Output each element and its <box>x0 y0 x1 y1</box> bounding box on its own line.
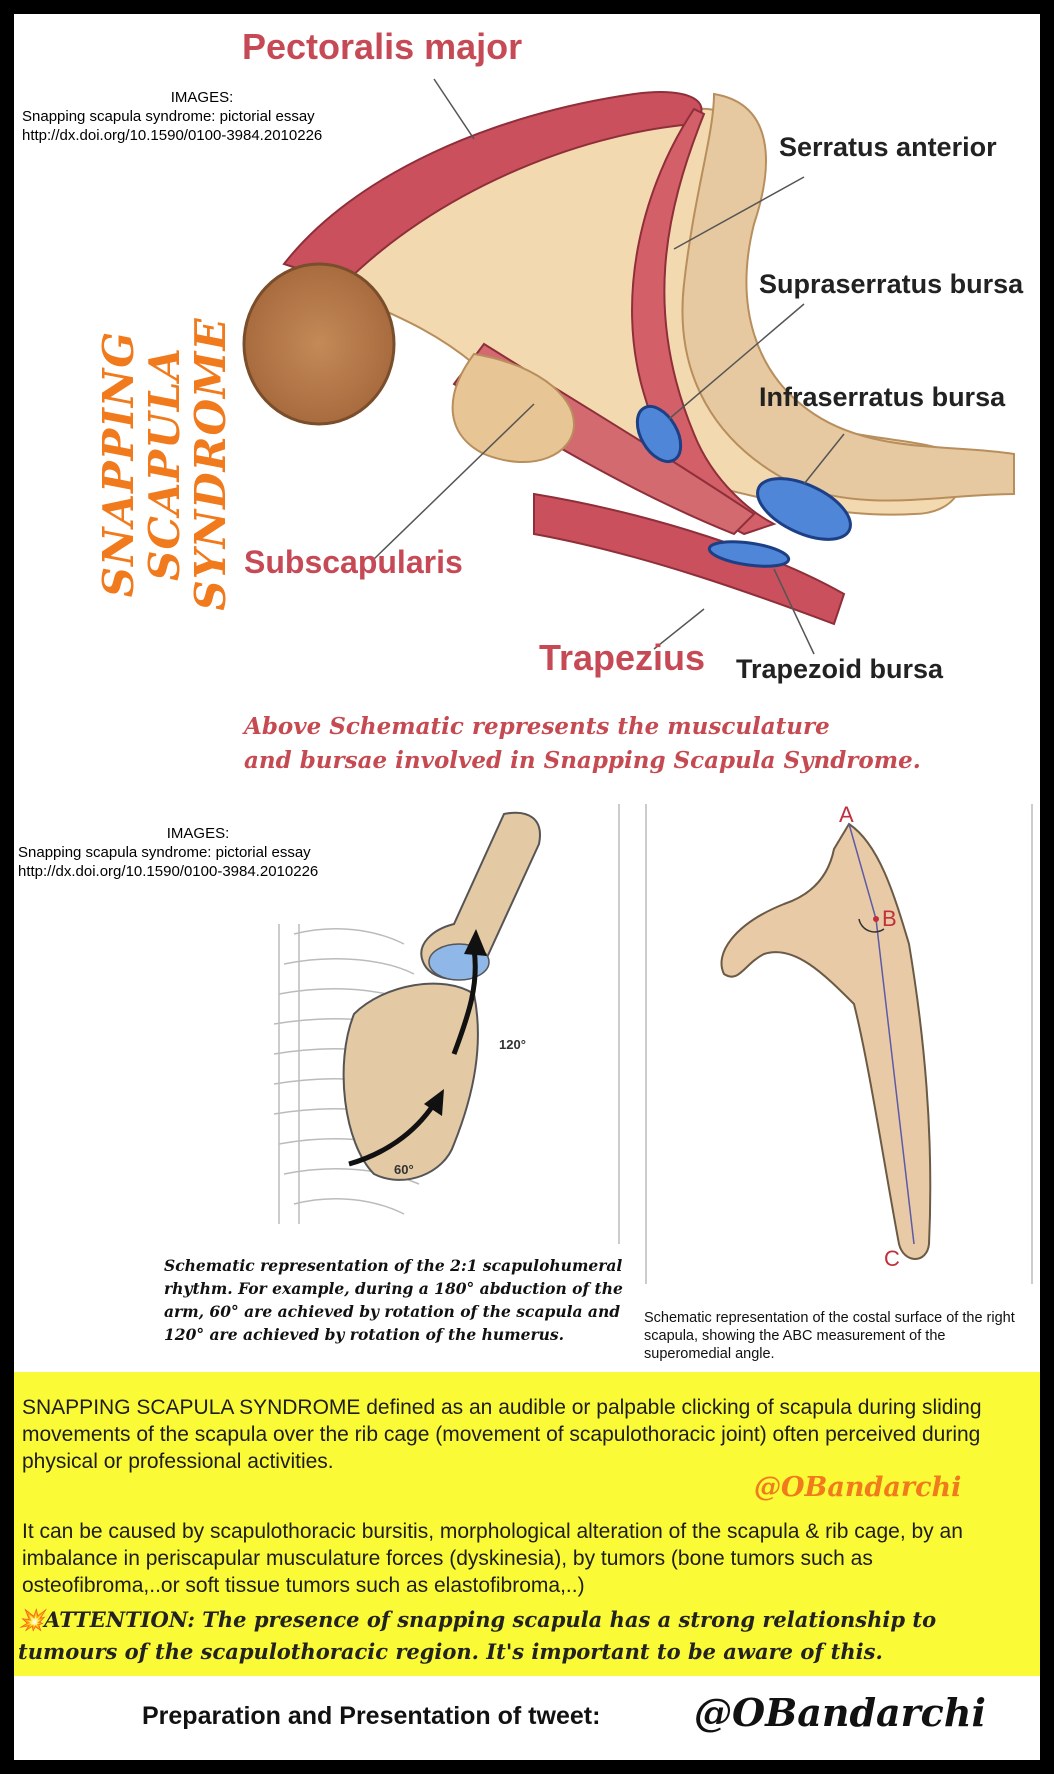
top-caption-line1: Above Schematic represents the musculatu… <box>244 713 830 740</box>
footer-handle: @OBandarchi <box>694 1690 986 1735</box>
label-serratus-anterior: Serratus anterior <box>779 132 997 162</box>
causes-paragraph: It can be caused by scapulothoracic burs… <box>22 1520 963 1597</box>
point-a-label: A <box>839 804 854 827</box>
credit-title: Snapping scapula syndrome: pictorial ess… <box>22 108 315 125</box>
attention-paragraph: 💥ATTENTION: The presence of snapping sca… <box>18 1604 1036 1668</box>
angle-60-label: 60° <box>394 1162 414 1177</box>
top-caption: Above Schematic represents the musculatu… <box>244 710 921 778</box>
info-box: SNAPPING SCAPULA SYNDROME defined as an … <box>14 1372 1040 1676</box>
side-title-line1: SNAPPING SCAPULA <box>94 330 189 598</box>
credit-heading: IMAGES: <box>166 825 230 842</box>
label-subscapularis: Subscapularis <box>244 544 463 580</box>
pectoralis-major-muscle <box>282 91 703 286</box>
arrow-60 <box>348 1102 437 1167</box>
credit-doi: http://dx.doi.org/10.1590/0100-3984.2010… <box>22 127 323 144</box>
label-pectoralis-major: Pectoralis major <box>242 26 523 67</box>
footer-label: Preparation and Presentation of tweet: <box>142 1702 601 1730</box>
scapula-abc-figure: A B C <box>645 804 1033 1284</box>
top-caption-line2: and bursae involved in Snapping Scapula … <box>244 747 921 774</box>
credit-heading: IMAGES: <box>170 89 234 106</box>
info-handle: @OBandarchi <box>754 1472 962 1503</box>
credit-title: Snapping scapula syndrome: pictorial ess… <box>18 844 311 861</box>
middle-image-credit: IMAGES: Snapping scapula syndrome: picto… <box>18 824 378 881</box>
label-trapezius: Trapezius <box>539 637 706 678</box>
trapezoid-bursa-shape <box>707 540 791 568</box>
top-image-credit: IMAGES: Snapping scapula syndrome: picto… <box>22 88 382 145</box>
supraserratus-bursa-shape <box>635 405 683 463</box>
definition-paragraph: SNAPPING SCAPULA SYNDROME defined as an … <box>22 1396 982 1473</box>
infographic-page: Pectoralis major Serratus anterior Supra… <box>14 14 1040 1760</box>
point-c-label: C <box>884 1246 900 1271</box>
humeral-head <box>242 262 396 426</box>
explosion-icon: 💥 <box>18 1607 45 1632</box>
coracoid-bone <box>451 352 576 463</box>
trapezius-muscle <box>533 492 846 626</box>
scapula-costal-surface <box>720 822 932 1260</box>
scapula-bone <box>342 982 479 1181</box>
label-infraserratus-bursa: Infraserratus bursa <box>759 382 1006 412</box>
label-supraserratus-bursa: Supraserratus bursa <box>759 269 1024 299</box>
arrow-120 <box>451 948 478 1055</box>
infraserratus-bursa-shape <box>756 477 852 541</box>
angle-120-label: 120° <box>499 1037 526 1052</box>
rhythm-caption: Schematic representation of the 2:1 scap… <box>164 1256 623 1344</box>
rib-band <box>681 92 1015 502</box>
side-title: SNAPPING SCAPULA SYNDROME <box>94 224 235 704</box>
anatomy-schematic <box>242 78 1015 655</box>
side-title-line2: SYNDROME <box>186 317 235 611</box>
label-trapezoid-bursa: Trapezoid bursa <box>736 654 944 684</box>
point-b-label: B <box>882 906 897 931</box>
attention-text: ATTENTION: The presence of snapping scap… <box>18 1607 937 1664</box>
scapulohumeral-rhythm-figure: 120° 60° <box>273 804 620 1244</box>
scapula-abc-caption: Schematic representation of the costal s… <box>644 1310 1015 1362</box>
credit-doi: http://dx.doi.org/10.1590/0100-3984.2010… <box>18 863 319 880</box>
